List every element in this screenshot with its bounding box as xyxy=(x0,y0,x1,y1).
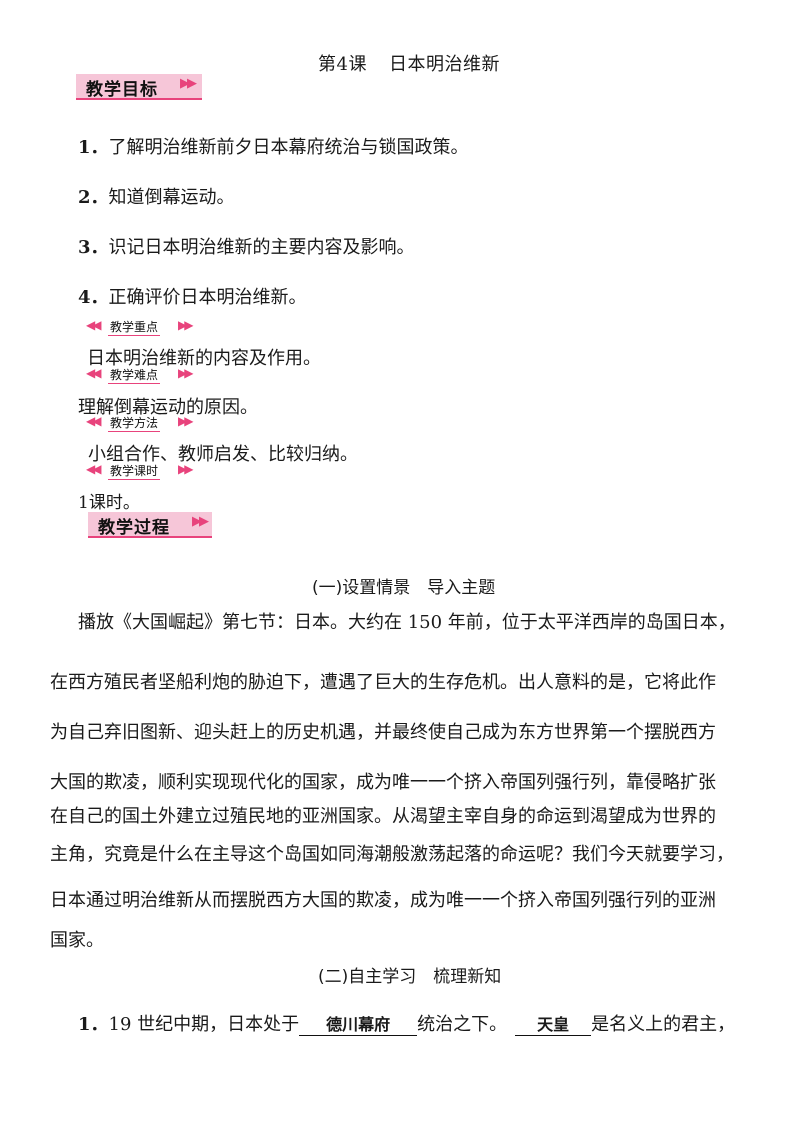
difficulties-heading-label: 教学难点 xyxy=(108,368,161,384)
hours-heading-label: 教学课时 xyxy=(108,464,161,480)
part2-heading: (二)自主学习 梳理新知 xyxy=(318,967,502,987)
answer-blank[interactable]: 天皇 xyxy=(515,1011,592,1036)
paragraph-line: 大国的欺凌，顺利实现现代化的国家，成为唯一一个挤入帝国列强行列，靠侵略扩张 xyxy=(50,772,716,793)
methods-heading-label: 教学方法 xyxy=(108,416,161,432)
paragraph-line: 播放《大国崛起》第七节：日本。大约在 150 年前，位于太平洋西岸的岛国日本， xyxy=(78,612,736,633)
double-chevron-left-icon: ◀◀ xyxy=(86,318,102,332)
paragraph-line: 在西方殖民者坚船利炮的胁迫下，遭遇了巨大的生存危机。出人意料的是，它将此作 xyxy=(50,672,716,693)
objective-item: 4．正确评价日本明治维新。 xyxy=(78,287,307,308)
objective-item: 3．识记日本明治维新的主要内容及影响。 xyxy=(78,237,415,258)
difficulties-text: 理解倒幕运动的原因。 xyxy=(78,397,258,418)
double-chevron-left-icon: ◀◀ xyxy=(86,366,102,380)
methods-text: 小组合作、教师启发、比较归纳。 xyxy=(88,444,358,465)
double-chevron-right-icon: ▶▶ xyxy=(178,318,194,332)
paragraph-line: 主角，究竟是什么在主导这个岛国如同海潮般激荡起落的命运呢？我们今天就要学习， xyxy=(50,844,734,865)
lesson-number: 第4课 xyxy=(318,54,367,75)
lesson-name: 日本明治维新 xyxy=(388,54,500,75)
double-chevron-right-icon: ▶▶ xyxy=(180,76,197,91)
fill-in-question: 1．19 世纪中期，日本处于德川幕府统治之下。天皇是名义上的君主， xyxy=(78,1010,735,1036)
double-chevron-right-icon: ▶▶ xyxy=(178,462,194,476)
answer-blank[interactable]: 德川幕府 xyxy=(299,1011,418,1036)
hours-text: 1课时。 xyxy=(78,493,140,513)
process-heading-label: 教学过程 xyxy=(98,518,170,538)
key-points-heading: ◀◀ 教学重点 ▶▶ xyxy=(86,318,206,336)
difficulties-heading: ◀◀ 教学难点 ▶▶ xyxy=(86,366,206,384)
lesson-title: 第4课日本明治维新 xyxy=(318,50,500,76)
objectives-heading: 教学目标 ▶▶ xyxy=(76,74,206,100)
process-heading: 教学过程 ▶▶ xyxy=(88,512,218,538)
double-chevron-left-icon: ◀◀ xyxy=(86,462,102,476)
hours-heading: ◀◀ 教学课时 ▶▶ xyxy=(86,462,206,480)
objectives-heading-label: 教学目标 xyxy=(86,80,158,100)
double-chevron-right-icon: ▶▶ xyxy=(192,514,209,529)
part1-heading: (一)设置情景 导入主题 xyxy=(312,578,496,598)
objective-item: 1．了解明治维新前夕日本幕府统治与锁国政策。 xyxy=(78,137,469,158)
paragraph-line: 日本通过明治维新从而摆脱西方大国的欺凌，成为唯一一个挤入帝国列强行列的亚洲 xyxy=(50,890,716,911)
paragraph-line: 在自己的国土外建立过殖民地的亚洲国家。从渴望主宰自身的命运到渴望成为世界的 xyxy=(50,806,716,827)
double-chevron-left-icon: ◀◀ xyxy=(86,414,102,428)
objective-item: 2．知道倒幕运动。 xyxy=(78,187,235,208)
paragraph-line: 国家。 xyxy=(50,930,104,951)
paragraph-line: 为自己弃旧图新、迎头赶上的历史机遇，并最终使自己成为东方世界第一个摆脱西方 xyxy=(50,722,716,743)
double-chevron-right-icon: ▶▶ xyxy=(178,414,194,428)
double-chevron-right-icon: ▶▶ xyxy=(178,366,194,380)
key-points-text: 日本明治维新的内容及作用。 xyxy=(87,348,321,369)
key-points-heading-label: 教学重点 xyxy=(108,320,161,336)
methods-heading: ◀◀ 教学方法 ▶▶ xyxy=(86,414,206,432)
